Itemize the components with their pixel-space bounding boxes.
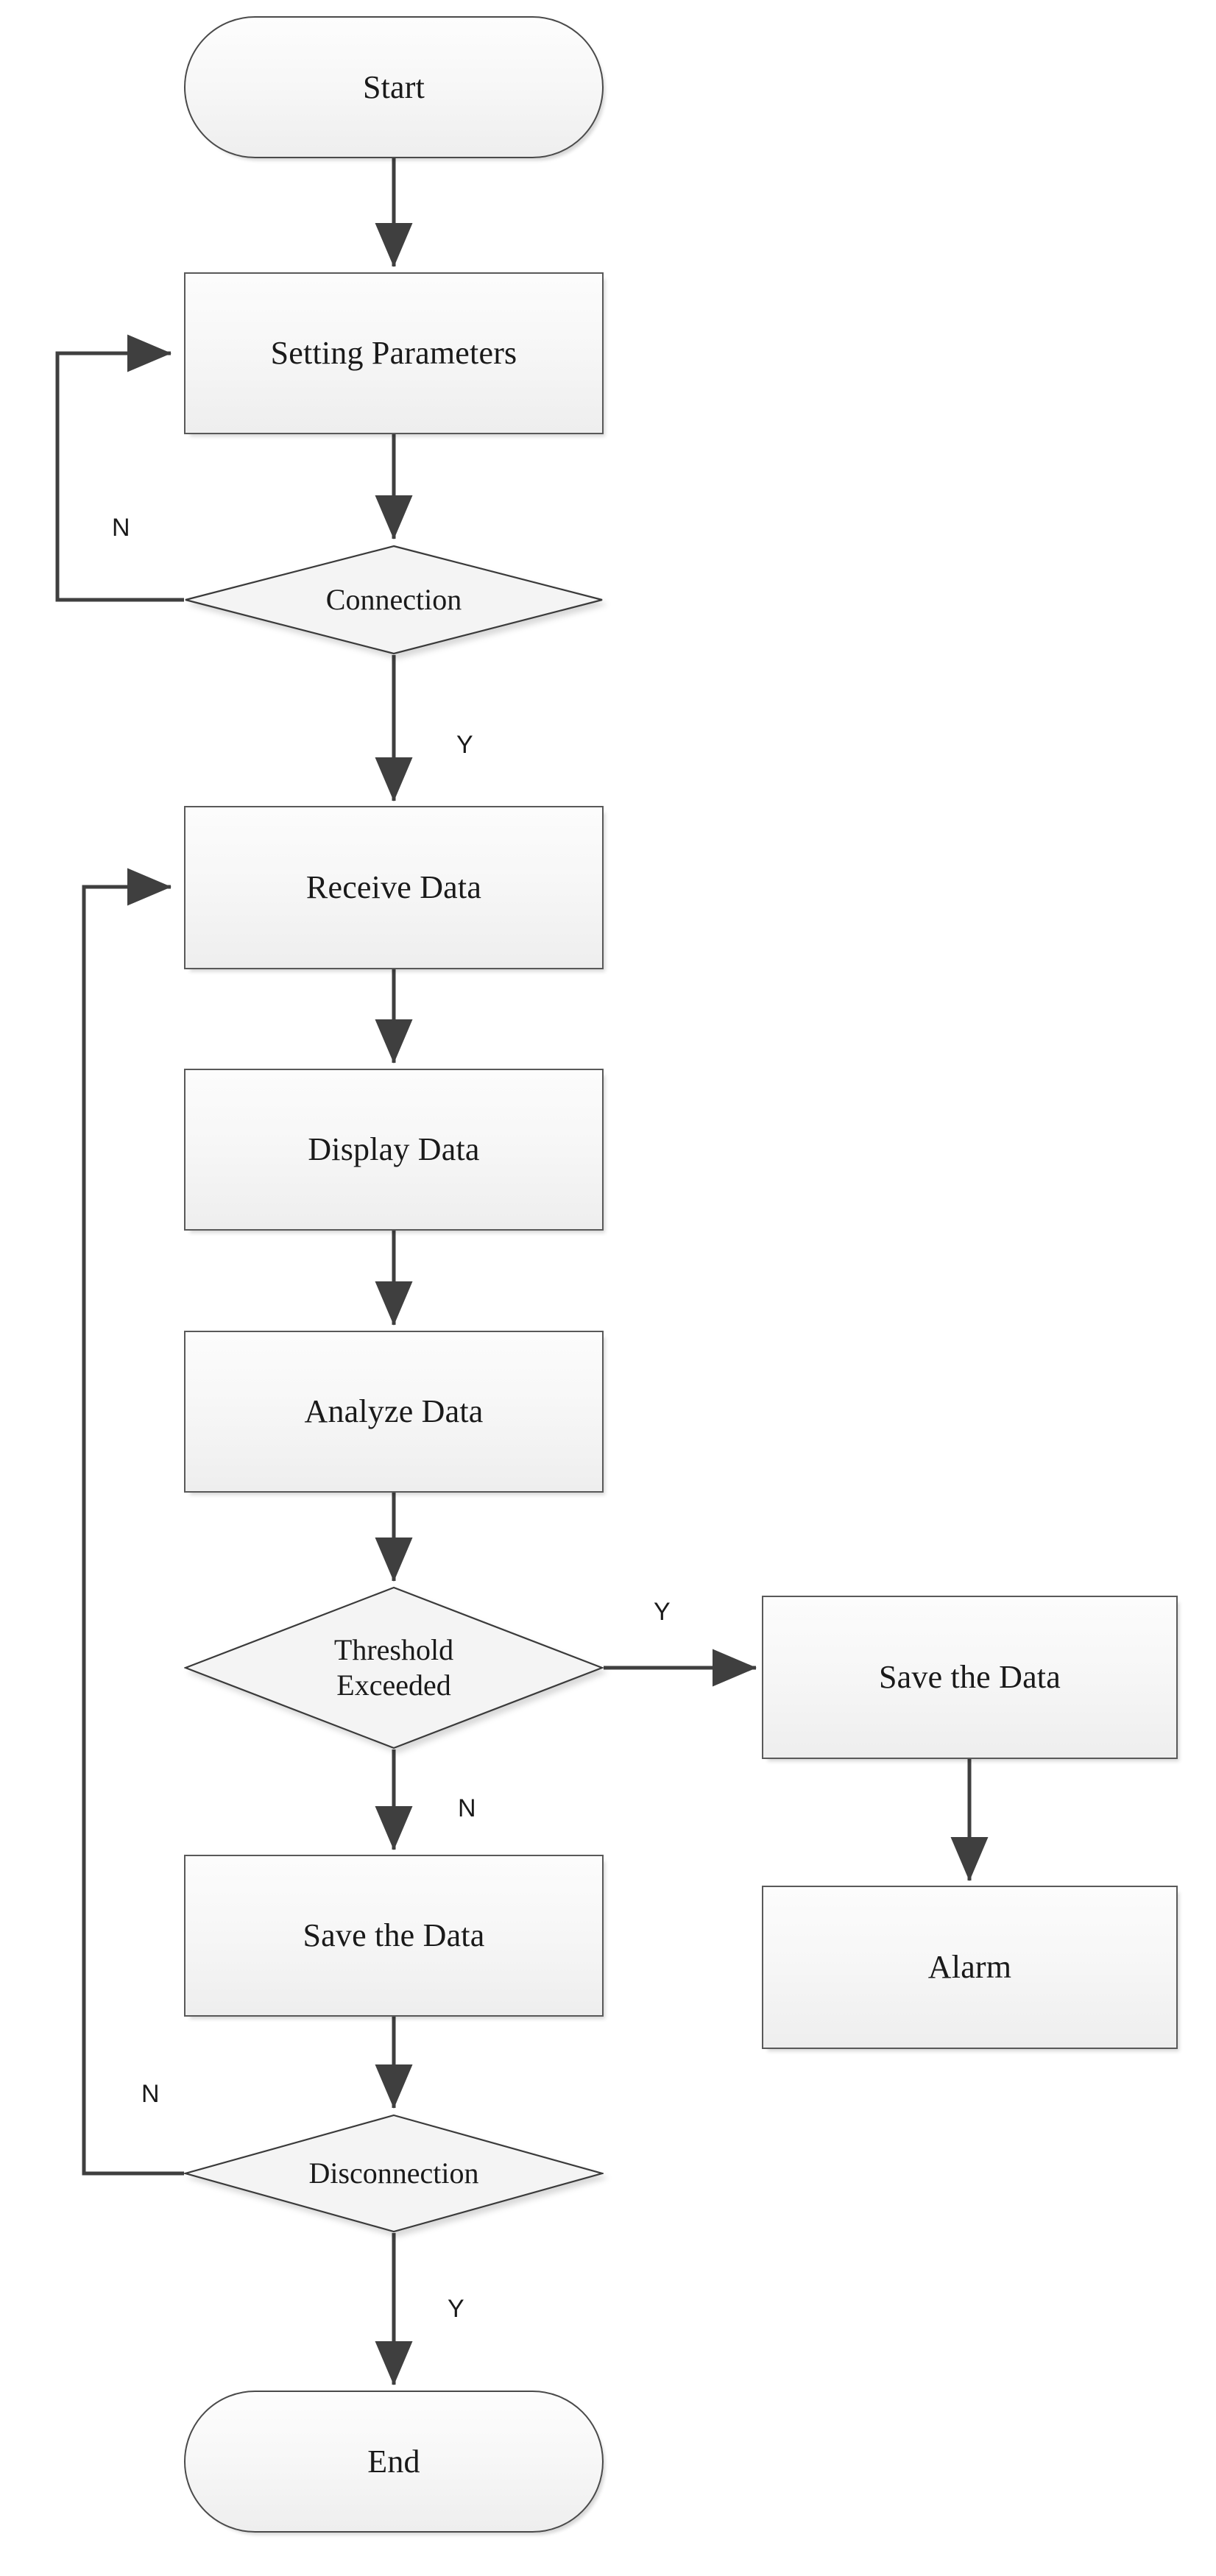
- node-analyze-data-label: Analyze Data: [304, 1393, 484, 1430]
- diamond-shape: [184, 2114, 604, 2233]
- node-analyze-data[interactable]: Analyze Data: [184, 1331, 604, 1493]
- node-start[interactable]: Start: [184, 16, 604, 158]
- node-end-label: End: [367, 2443, 420, 2480]
- branch-label-threshold-yes: Y: [654, 1598, 671, 1626]
- branch-label-connection-yes: Y: [456, 731, 473, 759]
- node-display-data[interactable]: Display Data: [184, 1069, 604, 1231]
- node-threshold-exceeded[interactable]: Threshold Exceeded: [184, 1586, 604, 1749]
- branch-label-threshold-no: N: [458, 1794, 476, 1822]
- node-save-the-data-left-label: Save the Data: [303, 1917, 485, 1954]
- node-receive-data[interactable]: Receive Data: [184, 806, 604, 969]
- node-alarm-label: Alarm: [927, 1949, 1012, 1986]
- node-alarm[interactable]: Alarm: [762, 1886, 1178, 2049]
- diamond-shape: [185, 545, 603, 655]
- node-receive-data-label: Receive Data: [305, 869, 482, 906]
- diamond-shape: [184, 1586, 604, 1749]
- branch-label-connection-no: N: [112, 514, 130, 542]
- edge-disconnection-no-to-receive: [82, 868, 184, 2176]
- node-start-label: Start: [362, 68, 425, 105]
- node-end[interactable]: End: [184, 2391, 604, 2533]
- node-save-the-data-right-label: Save the Data: [879, 1659, 1061, 1696]
- node-save-the-data-right[interactable]: Save the Data: [762, 1596, 1178, 1759]
- node-display-data-label: Display Data: [308, 1131, 480, 1168]
- branch-label-disconnection-yes: Y: [448, 2295, 464, 2323]
- node-setting-parameters-label: Setting Parameters: [270, 335, 517, 372]
- node-disconnection[interactable]: Disconnection: [184, 2114, 604, 2233]
- node-connection[interactable]: Connection: [184, 545, 604, 655]
- edge-connection-no-to-setting: [55, 334, 184, 602]
- node-save-the-data-left[interactable]: Save the Data: [184, 1855, 604, 2017]
- branch-label-disconnection-no: N: [141, 2080, 160, 2108]
- node-setting-parameters[interactable]: Setting Parameters: [184, 272, 604, 434]
